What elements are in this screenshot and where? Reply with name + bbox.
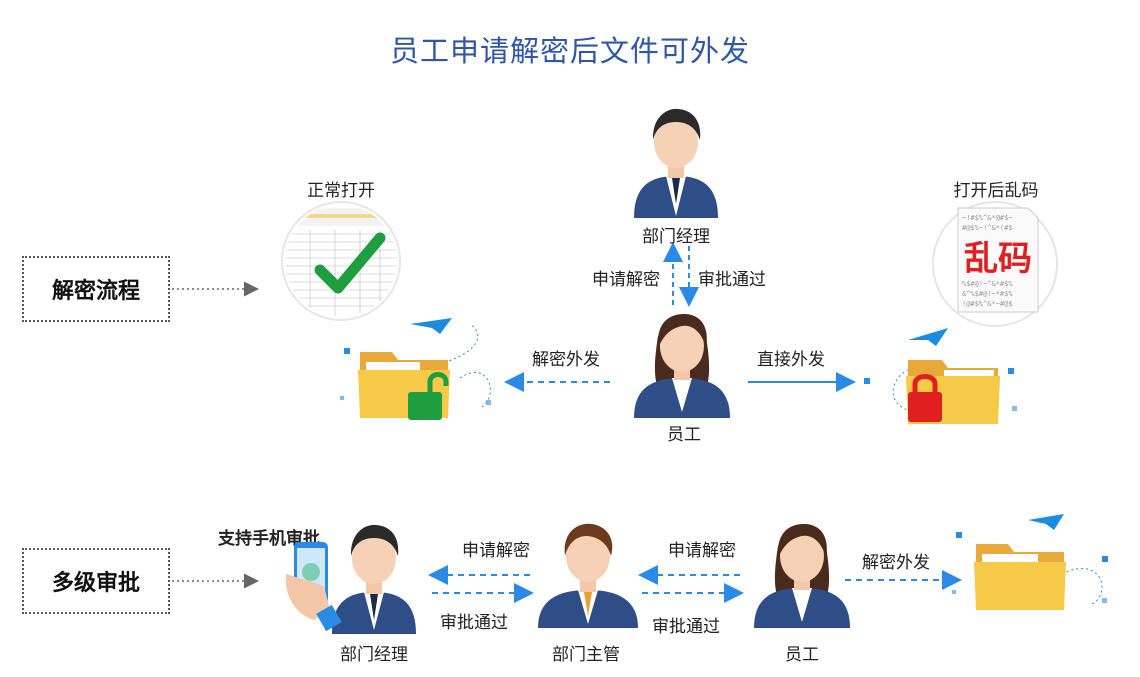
svg-text:%$#@!~^&*#$%: %$#@!~^&*#$% <box>962 280 1013 288</box>
section-multi-approval: 多级审批 <box>22 548 170 614</box>
direct-send-label: 直接外发 <box>757 350 825 370</box>
spreadsheet-check-icon <box>281 201 401 321</box>
bottom-request-label-1: 申请解密 <box>462 541 530 561</box>
garbled-open-label: 打开后乱码 <box>953 181 1039 201</box>
folder-locked-icon <box>864 328 1017 424</box>
top-employee-label: 员工 <box>667 425 701 445</box>
bottom-manager-label: 部门经理 <box>340 645 408 665</box>
bottom-request-label-2: 申请解密 <box>668 541 736 561</box>
bottom-folder-icon <box>952 514 1108 610</box>
section-decrypt-flow-label: 解密流程 <box>51 279 140 304</box>
folder-unlocked-icon <box>340 318 491 420</box>
employee-avatar-icon <box>634 314 730 418</box>
decrypt-send-label: 解密外发 <box>532 350 600 370</box>
bottom-send-label: 解密外发 <box>862 553 930 573</box>
svg-text:#@$%~!^&*(#$: #@$%~!^&*(#$ <box>962 224 1013 232</box>
top-approve-label: 审批通过 <box>698 270 766 290</box>
supervisor-avatar-icon <box>538 523 638 628</box>
svg-text:&^%$#@!~*#$%: &^%$#@!~*#$% <box>962 290 1013 298</box>
bottom-approve-label-1: 审批通过 <box>440 613 508 633</box>
section-multi-approval-label: 多级审批 <box>51 571 140 596</box>
garbled-document-icon: ~!#$%^&*@#$~ #@$%~!^&*(#$ %$#@!~^&*#$% &… <box>932 201 1058 327</box>
top-request-label: 申请解密 <box>592 270 660 290</box>
normal-open-label: 正常打开 <box>307 181 375 201</box>
manager-avatar-icon <box>634 108 718 218</box>
page-title: 员工申请解密后文件可外发 <box>389 34 750 68</box>
section-decrypt-flow: 解密流程 <box>22 256 170 322</box>
top-manager-label: 部门经理 <box>642 227 710 247</box>
bottom-employee-label: 员工 <box>785 645 819 665</box>
mobile-support-label: 支持手机审批 <box>218 529 320 549</box>
bottom-approve-label-2: 审批通过 <box>652 617 720 637</box>
bottom-manager-avatar-icon <box>285 524 416 634</box>
bottom-employee-avatar-icon <box>754 524 850 628</box>
supervisor-label: 部门主管 <box>552 645 620 665</box>
garbled-chars: 乱码 <box>964 239 1032 279</box>
svg-text:!@#$%^&*~#@$: !@#$%^&*~#@$ <box>962 300 1013 308</box>
svg-text:~!#$%^&*@#$~: ~!#$%^&*@#$~ <box>962 214 1013 222</box>
